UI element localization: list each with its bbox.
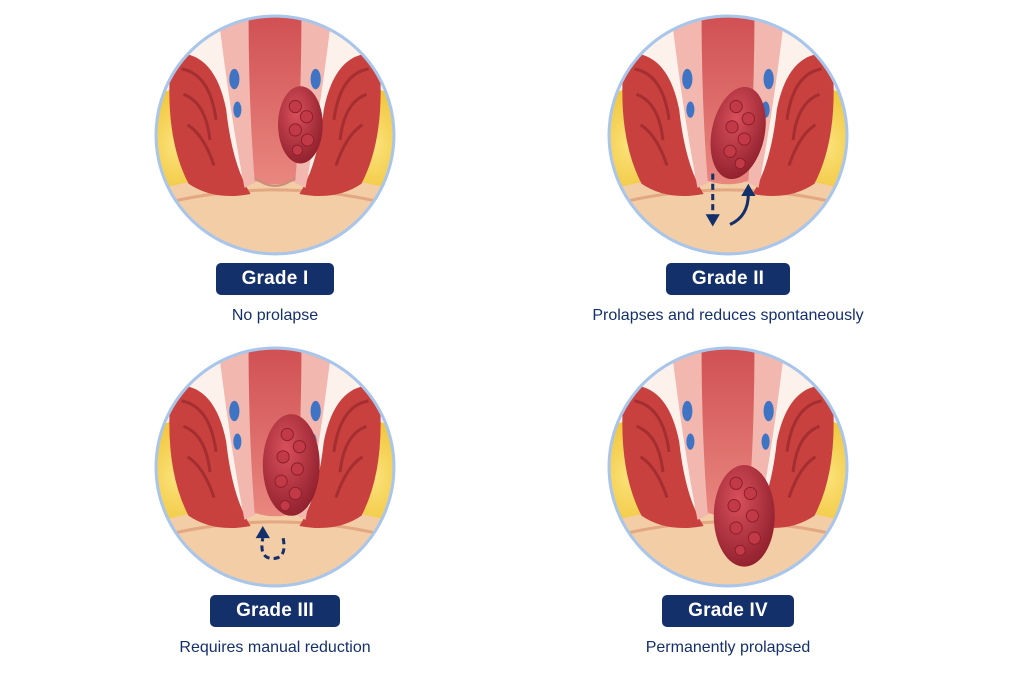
anal-canal-illustration-icon: [154, 14, 396, 256]
hemorrhoid-icon: [710, 86, 766, 180]
manual-reduction-arrow-icon: [255, 525, 286, 561]
prolapse-down-arrow-icon: [705, 173, 720, 227]
grade-caption: Requires manual reduction: [179, 639, 371, 656]
panel-grade-4: Grade IV Permanently prolapsed: [578, 345, 878, 657]
panel-grade-3: Grade III Requires manual reduction: [125, 345, 425, 657]
grade-caption: Prolapses and reduces spontaneously: [592, 307, 864, 324]
grade-badge: Grade IV: [662, 595, 794, 627]
internal-hemorrhoid-icon: [278, 86, 323, 164]
grade-badge: Grade I: [215, 263, 335, 295]
grade-badge: Grade III: [210, 595, 340, 627]
hemorrhoid-icon: [262, 414, 320, 516]
grade-caption: No prolapse: [231, 307, 319, 324]
grade-caption: Permanently prolapsed: [645, 639, 811, 656]
reduce-up-arrow-icon: [729, 183, 756, 226]
panel-grade-2: Grade II Prolapses and reduces spontaneo…: [578, 13, 878, 325]
anal-canal-illustration-icon: [607, 14, 849, 256]
prolapsed-hemorrhoid-icon: [713, 464, 775, 567]
anal-canal-illustration-icon: [607, 346, 849, 588]
panel-grade-1: Grade I No prolapse: [125, 13, 425, 325]
anal-canal-illustration-icon: [154, 346, 396, 588]
grade-badge: Grade II: [665, 263, 791, 295]
